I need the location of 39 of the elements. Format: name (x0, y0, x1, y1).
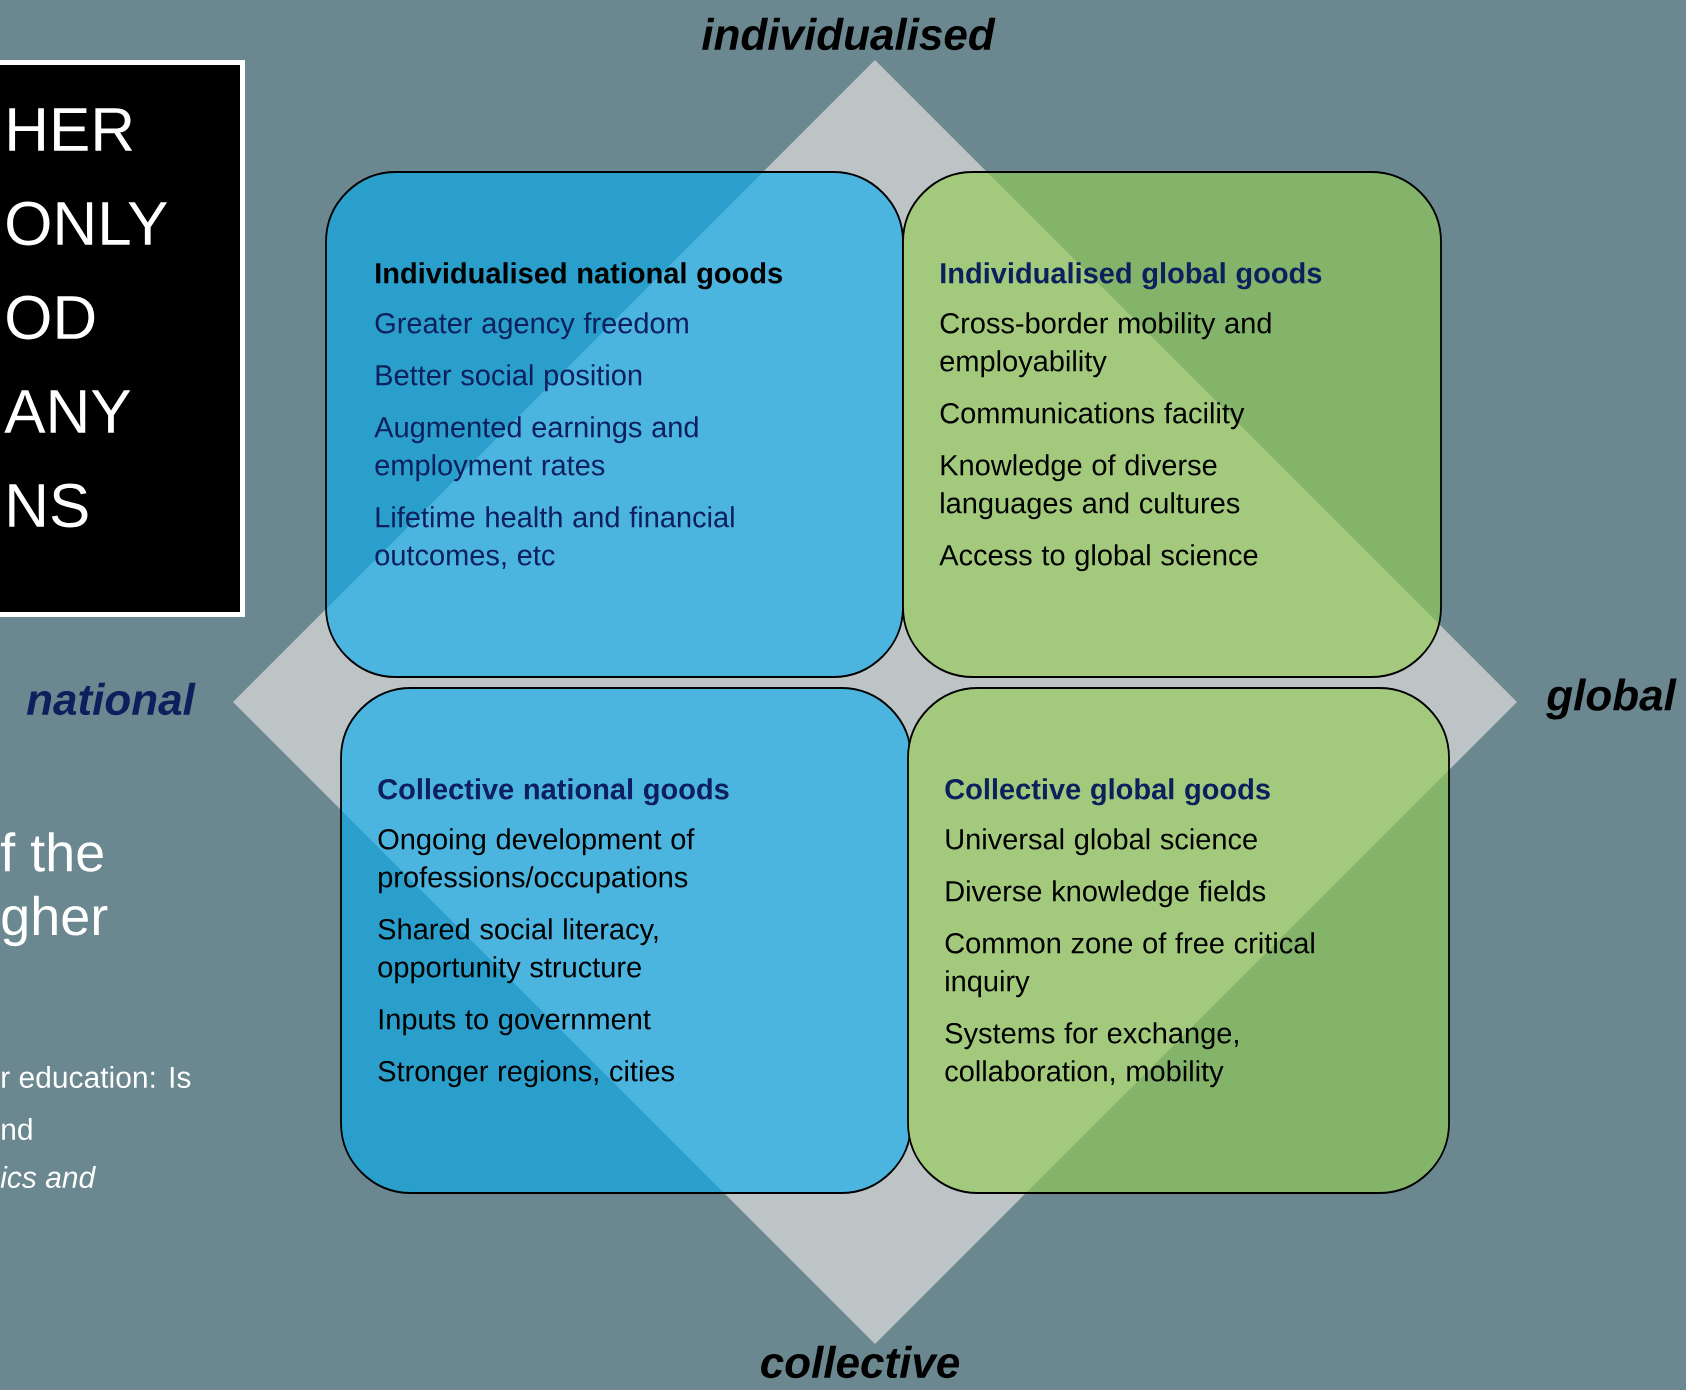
axis-label: collective (761, 1345, 960, 1379)
heading: Individualised national goods (376, 262, 782, 290)
list-item: Diverse knowledge fields (946, 880, 1266, 908)
axis-label: individualised (702, 17, 996, 51)
list-item: Greater agency freedom (375, 312, 688, 340)
list-item: Knowledge of diverse languages and cultures (941, 454, 1240, 520)
axis-label: national (26, 682, 196, 716)
title-line: NS (9, 483, 88, 528)
list-item: Augmented earnings and employment rates (374, 416, 698, 482)
axis-label: global (1546, 678, 1677, 720)
quadrant-box (907, 687, 1450, 1194)
title-line: ANY (4, 390, 131, 433)
title-box (0, 60, 245, 617)
list-item: Stronger regions, cities (378, 1060, 674, 1088)
list-item: Ongoing development of professions/occupations (378, 828, 695, 894)
list-item: Lifetime health and financial outcomes, etc (375, 506, 734, 569)
quadrant-box (902, 171, 1442, 678)
reference-line: nd (2, 1118, 32, 1140)
list-item: Systems for exchange, collaboration, mobility (945, 1022, 1238, 1088)
list-item: Access to global science (939, 544, 1258, 572)
reference-line: ics and (0, 1166, 96, 1189)
title-line: ONLY (7, 201, 168, 246)
quadrant-box (340, 687, 912, 1194)
reference-line: r education: Is (2, 1066, 191, 1088)
heading: Collective national goods (378, 778, 729, 806)
heading: Collective global goods (945, 778, 1270, 806)
heading: Individualised global goods (941, 262, 1322, 290)
list-item: Shared social literacy, opportunity structure (378, 918, 658, 984)
subtitle-line: gher (2, 895, 108, 947)
list-item: Cross-border mobility and employability (940, 312, 1271, 378)
title-line: OD (7, 295, 95, 340)
subtitle-line: f the (0, 832, 103, 872)
list-item: Better social position (376, 364, 642, 392)
quadrant-box (325, 171, 904, 678)
list-item: Universal global science (946, 828, 1257, 856)
list-item: Common zone of free critical inquiry (945, 932, 1314, 998)
title-line: HER (9, 108, 133, 151)
list-item: Inputs to government (379, 1009, 651, 1036)
list-item: Communications facility (940, 402, 1245, 430)
